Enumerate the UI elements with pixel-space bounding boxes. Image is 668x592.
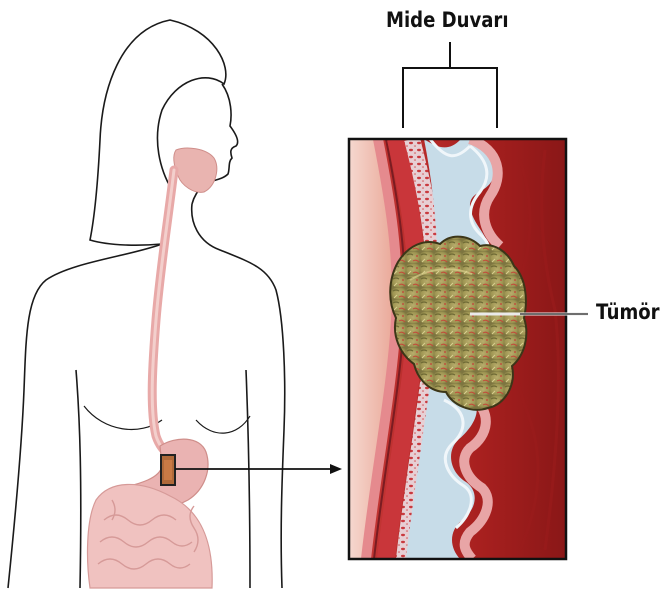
throat (174, 148, 217, 192)
wall-cross-section (349, 139, 566, 559)
intestines (88, 484, 213, 588)
tumor-label: Tümör (596, 300, 660, 324)
torso-outline-right (192, 204, 285, 588)
hair-outline (90, 20, 226, 245)
wall-bracket (403, 42, 497, 128)
stomach-wall-label: Mide Duvarı (386, 8, 509, 32)
